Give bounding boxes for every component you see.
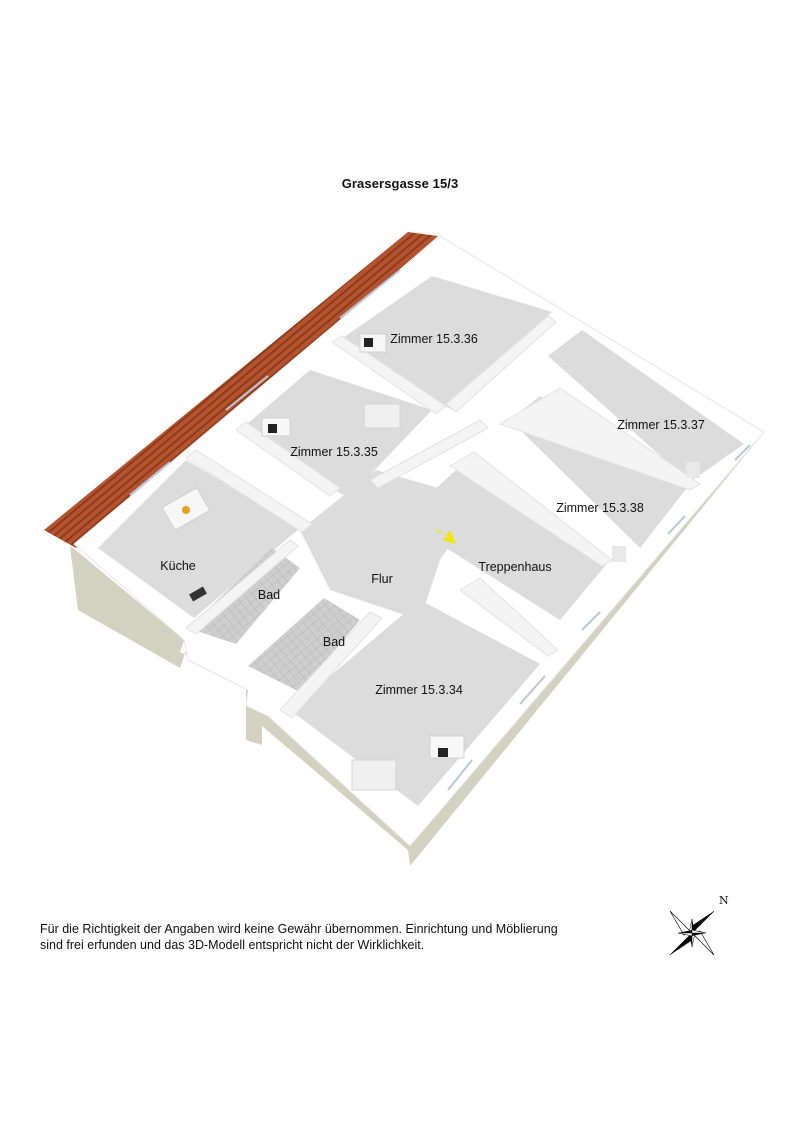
disclaimer-line-2: sind frei erfunden und das 3D-Modell ent… — [40, 938, 425, 952]
monitor-34 — [438, 748, 448, 757]
disclaimer-line-1: Für die Richtigkeit der Angaben wird kei… — [40, 922, 558, 936]
room-label-bad-1: Bad — [257, 588, 281, 602]
fruit-bowl — [182, 506, 190, 514]
monitor-35 — [268, 424, 277, 433]
room-label-treppenhaus: Treppenhaus — [478, 560, 552, 574]
room-label-zimmer-38: Zimmer 15.3.38 — [556, 501, 644, 515]
room-label-zimmer-34: Zimmer 15.3.34 — [375, 683, 463, 697]
room-label-zimmer-36: Zimmer 15.3.36 — [390, 332, 478, 346]
disclaimer: Für die Richtigkeit der Angaben wird kei… — [40, 921, 640, 953]
desk-38 — [612, 546, 626, 562]
furniture — [161, 333, 700, 791]
entrance-arrow-icon — [436, 528, 456, 544]
bed-35 — [363, 403, 401, 429]
room-label-bad-2: Bad — [322, 635, 346, 649]
bed-34 — [351, 759, 397, 791]
floor-kueche — [98, 460, 300, 618]
floor-zimmer-34 — [290, 600, 540, 806]
floor-zimmer-37 — [548, 330, 744, 482]
floor-zimmer-35 — [240, 370, 432, 498]
floor-bad-1 — [188, 548, 300, 644]
desk-37 — [686, 462, 700, 478]
room-label-flur: Flur — [371, 572, 393, 586]
page-title: Grasersgasse 15/3 — [341, 176, 459, 191]
room-label-zimmer-35: Zimmer 15.3.35 — [290, 445, 378, 459]
roof-tiles — [44, 232, 438, 548]
compass-rose-icon — [669, 910, 715, 956]
windows — [129, 269, 751, 791]
monitor-36 — [364, 338, 373, 347]
stove — [189, 586, 207, 602]
room-label-kueche: Küche — [160, 559, 196, 573]
interior-walls — [185, 315, 701, 719]
room-label-zimmer-37: Zimmer 15.3.37 — [617, 418, 705, 432]
compass-north-label: N — [719, 894, 729, 907]
floor-bad-2 — [248, 598, 360, 692]
floor-treppenhaus — [402, 470, 610, 620]
floor-zimmer-36 — [340, 276, 552, 410]
room-floors — [98, 276, 744, 806]
